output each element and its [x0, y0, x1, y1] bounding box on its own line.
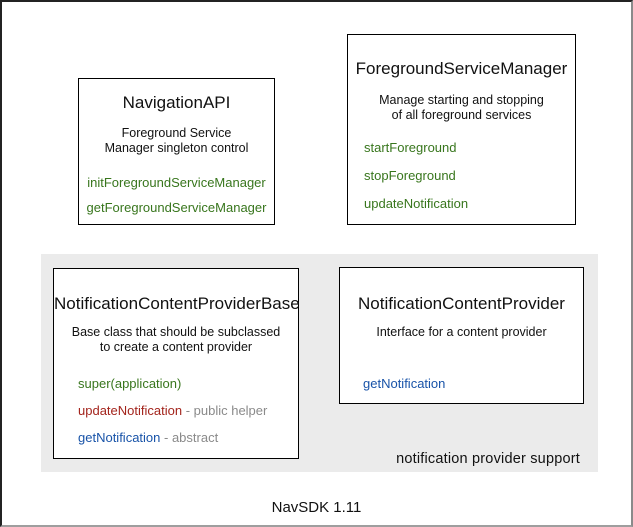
method-row: initForegroundServiceManager	[79, 175, 274, 190]
class-description: Interface for a content provider	[340, 325, 583, 340]
method-row: getForegroundServiceManager	[79, 200, 274, 215]
method-name: initForegroundServiceManager	[87, 175, 266, 190]
description-line: Manage starting and stopping	[379, 93, 544, 107]
method-row: getNotification	[363, 376, 583, 391]
description-line: of all foreground services	[391, 108, 532, 122]
diagram-caption: NavSDK 1.11	[271, 499, 362, 516]
description-line: Foreground Service	[121, 126, 232, 140]
method-list: super(application) updateNotification - …	[54, 376, 298, 445]
class-title: ForegroundServiceManager	[355, 59, 568, 78]
method-annotation: - abstract	[160, 430, 219, 445]
method-name: updateNotification	[78, 403, 183, 418]
method-name: updateNotification	[364, 196, 469, 211]
panel-label: notification provider support	[396, 451, 580, 467]
class-box-foreground-service-manager: ForegroundServiceManager Manage starting…	[347, 34, 576, 225]
method-list: getNotification	[340, 376, 583, 391]
method-row: startForeground	[364, 140, 575, 155]
description-line: Manager singleton control	[104, 141, 249, 155]
class-title: NotificationContentProvider	[358, 294, 565, 313]
method-row: updateNotification - public helper	[78, 403, 298, 418]
method-row: super(application)	[78, 376, 298, 391]
method-name: getForegroundServiceManager	[86, 200, 267, 215]
class-title: NavigationAPI	[122, 93, 231, 112]
method-name: getNotification	[363, 376, 446, 391]
class-box-notification-content-provider-base: NotificationContentProviderBase Base cla…	[53, 268, 300, 459]
class-description: Base class that should be subclassed to …	[54, 325, 298, 355]
description-line: to create a content provider	[99, 340, 253, 354]
class-description: Foreground Service Manager singleton con…	[79, 126, 274, 156]
method-annotation: - public helper	[182, 403, 268, 418]
description-line: Base class that should be subclassed	[71, 325, 281, 339]
method-row: updateNotification	[364, 196, 575, 211]
method-name: stopForeground	[364, 168, 456, 183]
description-line: Interface for a content provider	[376, 325, 547, 339]
method-list: initForegroundServiceManager getForegrou…	[79, 175, 274, 215]
method-name: super(application)	[78, 376, 182, 391]
class-box-navigation-api: NavigationAPI Foreground Service Manager…	[78, 78, 275, 225]
method-row: getNotification - abstract	[78, 430, 298, 445]
method-name: getNotification	[78, 430, 161, 445]
method-name: startForeground	[364, 140, 457, 155]
method-row: stopForeground	[364, 168, 575, 183]
method-list: startForeground stopForeground updateNot…	[348, 140, 575, 211]
class-box-notification-content-provider: NotificationContentProvider Interface fo…	[339, 267, 584, 404]
class-title: NotificationContentProviderBase	[54, 294, 300, 313]
class-description: Manage starting and stopping of all fore…	[348, 93, 575, 123]
